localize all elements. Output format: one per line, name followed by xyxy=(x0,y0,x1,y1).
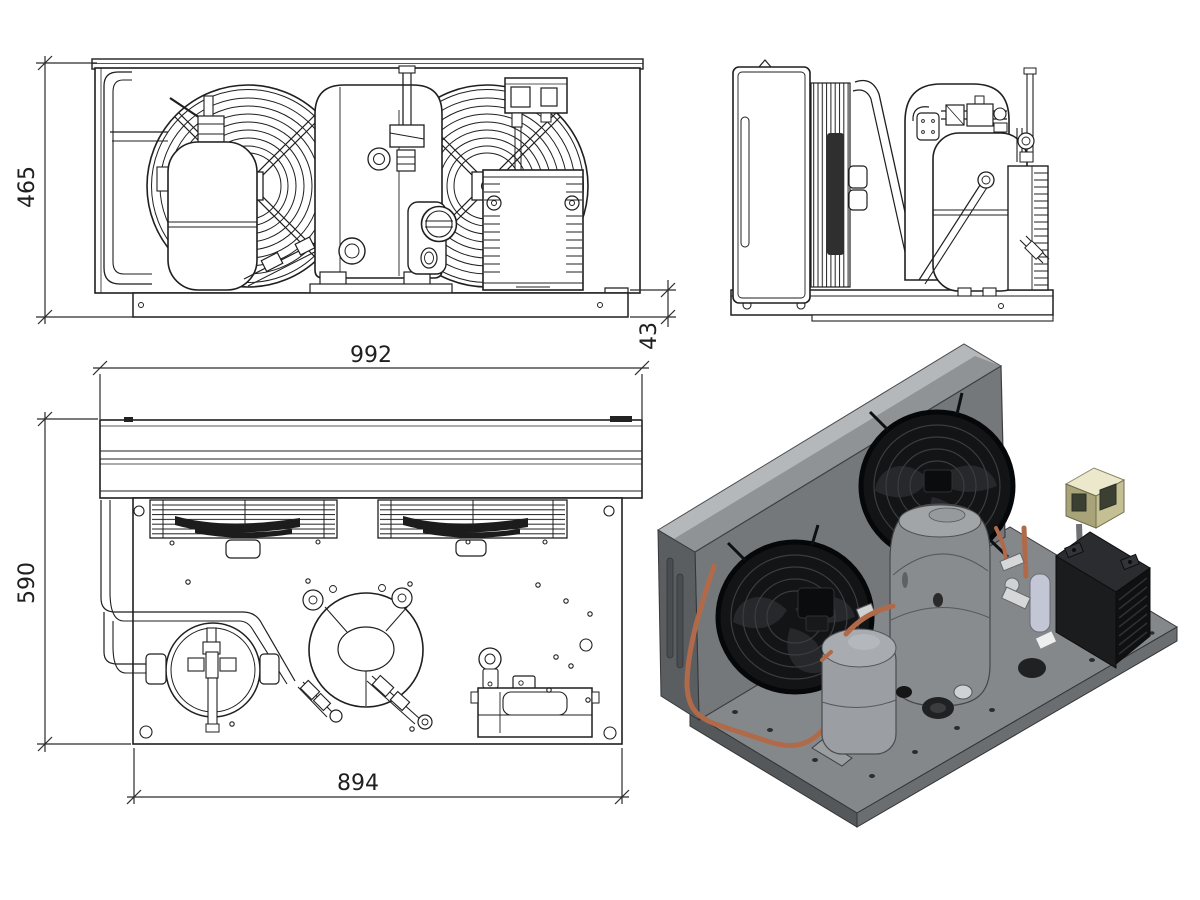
dimension-mounting-width: 894 xyxy=(126,748,630,805)
dimension-overall-width: 992 xyxy=(92,343,650,419)
pressure-switch-top xyxy=(478,647,502,689)
service-valve xyxy=(407,201,458,275)
receiver-valve-side xyxy=(941,95,1008,133)
dimension-overall-height: 465 xyxy=(15,55,135,325)
receiver-3d xyxy=(821,602,897,755)
electrical-box-3d xyxy=(1055,531,1151,669)
electrical-box-front xyxy=(482,169,584,291)
condenser-pipe xyxy=(103,71,168,285)
side-view xyxy=(730,59,1054,322)
condenser-coil-side xyxy=(810,82,868,288)
dim-label-depth: 590 xyxy=(15,562,40,604)
sight-glass xyxy=(367,147,391,171)
compressor-3d xyxy=(889,503,991,707)
mounting-holes xyxy=(133,505,617,740)
valve-cluster-top xyxy=(297,674,433,730)
pipes-top xyxy=(100,500,296,685)
top-view xyxy=(99,416,643,745)
dim-label-base-height: 43 xyxy=(637,322,662,350)
fittings-3d xyxy=(896,525,1058,719)
dim-label-mounting-width: 894 xyxy=(337,771,379,796)
base-plate-front xyxy=(132,287,629,318)
compressor-top xyxy=(302,584,424,708)
fan-guard-side xyxy=(852,79,920,280)
dim-label-height: 465 xyxy=(15,166,40,208)
electrical-box-top xyxy=(470,675,600,738)
fan-louver-left xyxy=(149,499,338,559)
filter-drier xyxy=(1029,573,1051,633)
isometric-render xyxy=(657,343,1178,828)
condenser-top-band xyxy=(99,416,643,499)
condenser-end-panel xyxy=(732,59,811,304)
pipes-side xyxy=(1016,67,1037,163)
dimension-base-height: 43 xyxy=(630,280,676,350)
pressure-switch-front xyxy=(504,77,568,170)
dim-label-width: 992 xyxy=(350,343,392,368)
receiver-tank xyxy=(156,95,258,291)
receiver-top xyxy=(145,622,280,733)
electrical-box-side xyxy=(1007,165,1050,291)
front-view xyxy=(91,58,644,318)
dimension-overall-depth: 590 xyxy=(15,411,131,752)
copper-pipe-receiver xyxy=(843,603,896,637)
fan-louver-right xyxy=(377,499,568,557)
discharge-valve xyxy=(389,65,425,172)
